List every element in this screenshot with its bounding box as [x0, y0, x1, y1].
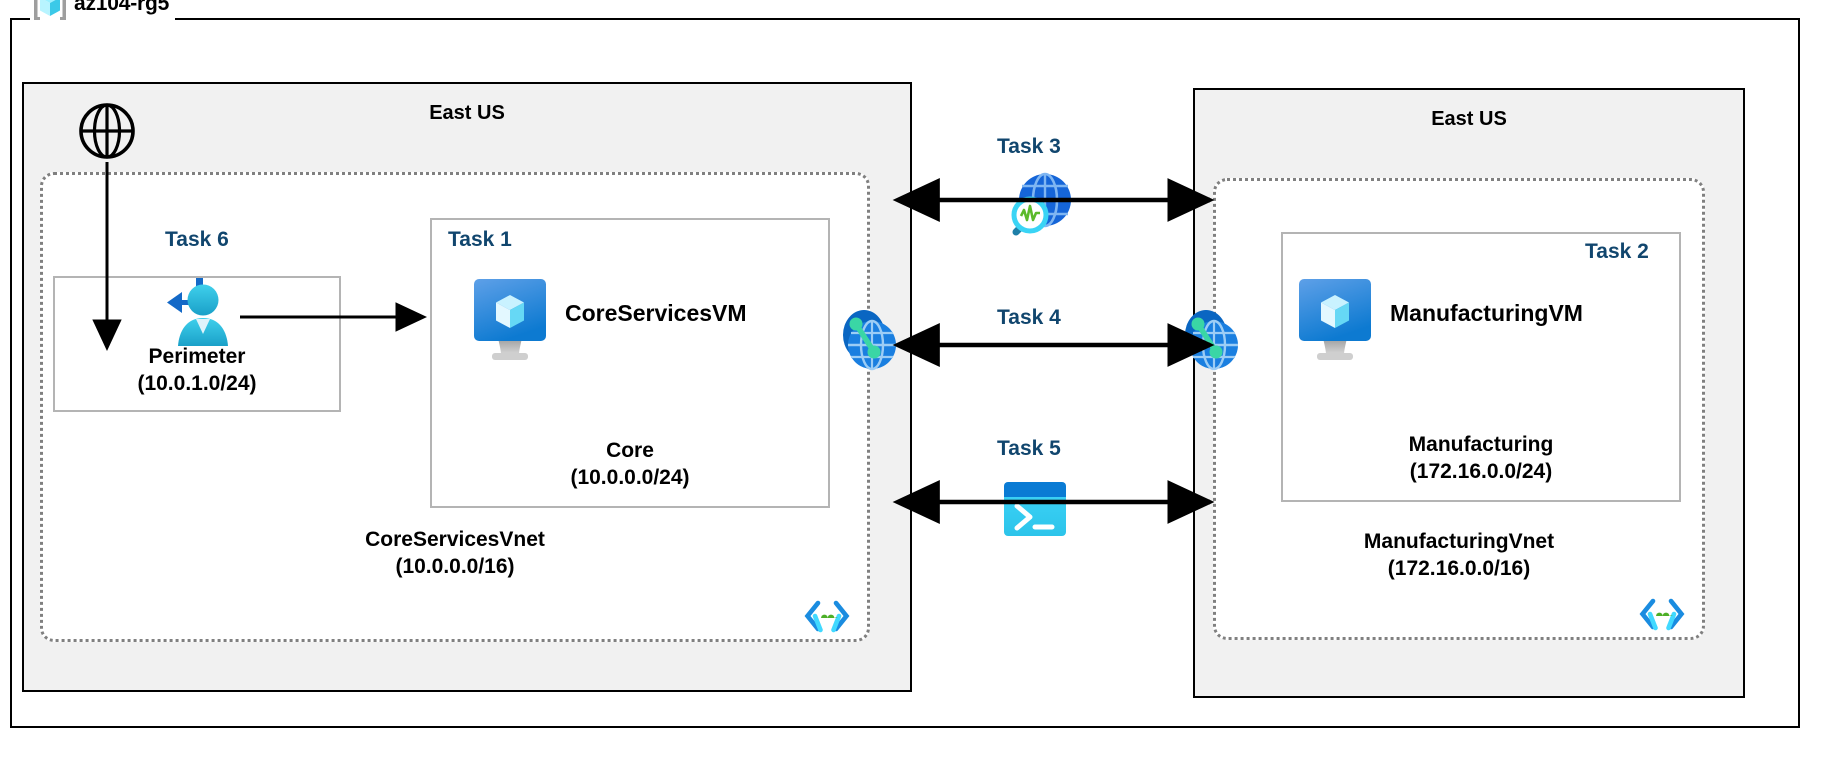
region-title-right: East US [1431, 108, 1507, 130]
vnet-manufacturing-label: ManufacturingVnet (172.16.0.0/16) [1216, 528, 1702, 583]
subnet-core: Core (10.0.0.0/24) [430, 218, 830, 508]
vnet-peering-icon [838, 305, 900, 377]
vnet-core-services-label: CoreServicesVnet (10.0.0.0/16) [43, 526, 867, 581]
virtual-network-icon [803, 599, 851, 633]
subnet-core-name: Core [606, 438, 654, 462]
subnet-manufacturing-label: Manufacturing (172.16.0.0/24) [1283, 431, 1679, 486]
subnet-perimeter-name: Perimeter [148, 344, 246, 368]
subnet-perimeter-label: Perimeter (10.0.1.0/24) [55, 343, 339, 398]
vnet-peering-icon [1180, 305, 1242, 377]
subnet-manufacturing: Manufacturing (172.16.0.0/24) [1281, 232, 1681, 502]
task-label-3: Task 3 [997, 135, 1061, 158]
vnet-core-services-name: CoreServicesVnet [365, 527, 545, 551]
task-label-6: Task 6 [165, 228, 229, 251]
task-label-5: Task 5 [997, 437, 1061, 460]
task-label-1: Task 1 [448, 228, 512, 251]
vnet-core-services-cidr: (10.0.0.0/16) [395, 555, 515, 579]
virtual-machine-icon [1295, 275, 1375, 365]
cloud-shell-icon [1000, 478, 1070, 540]
resource-group-frame [10, 18, 1800, 728]
resource-group-header: az104-rg5 [30, 0, 176, 24]
virtual-machine-icon [470, 275, 550, 365]
subnet-manufacturing-name: Manufacturing [1408, 432, 1554, 456]
subnet-core-label: Core (10.0.0.0/24) [432, 437, 828, 492]
vm-name-manufacturing: ManufacturingVM [1390, 300, 1583, 326]
globe-outline-icon [78, 102, 136, 160]
vnet-manufacturing-cidr: (172.16.0.0/16) [1387, 557, 1531, 581]
subnet-core-cidr: (10.0.0.0/24) [570, 466, 690, 490]
region-title-left: East US [429, 102, 505, 124]
task-label-4: Task 4 [997, 306, 1061, 329]
resource-group-name: az104-rg5 [74, 0, 170, 15]
virtual-network-icon [1638, 597, 1686, 631]
vm-name-core-services: CoreServicesVM [565, 300, 747, 326]
subnet-manufacturing-cidr: (172.16.0.0/24) [1409, 460, 1553, 484]
network-watcher-icon [1000, 170, 1078, 244]
resource-group-cube-icon [30, 0, 70, 24]
vnet-manufacturing-name: ManufacturingVnet [1363, 529, 1555, 553]
subnet-perimeter-cidr: (10.0.1.0/24) [137, 372, 257, 396]
task-label-2: Task 2 [1585, 240, 1649, 263]
vpn-user-icon [158, 274, 236, 352]
